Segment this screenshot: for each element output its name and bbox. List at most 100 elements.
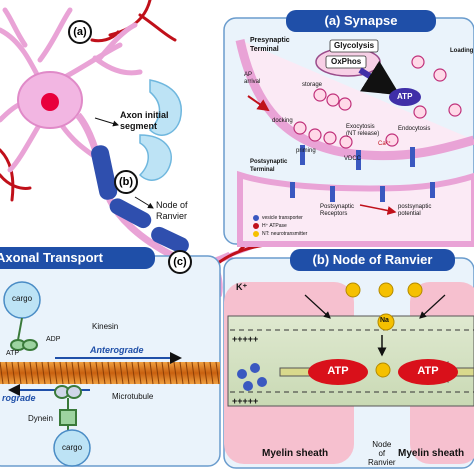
cargo-bottom-label: cargo (62, 443, 83, 452)
na-ion (377, 313, 395, 331)
microtubule-stripe (47, 361, 52, 385)
microtubule-stripe (143, 361, 148, 385)
postsynaptic-receptors (290, 182, 435, 202)
dynein-motor (54, 385, 82, 430)
microtubule-stripe (215, 361, 220, 385)
dynein-label: Dynein (28, 414, 53, 423)
marker-b: (b) (114, 170, 138, 194)
k-ion-label: K⁺ (236, 282, 248, 292)
atp-pill-left (308, 359, 368, 385)
microtubule-stripe (113, 361, 118, 385)
atp-arrow (358, 60, 401, 96)
vdcc-label: VDCC (344, 156, 362, 162)
microtubule-stripe (29, 361, 34, 385)
axonal-transport-title: Axonal Transport (0, 250, 103, 265)
ranvier-title-bar (290, 249, 455, 271)
microtubule-stripe (41, 361, 46, 385)
docking-label: docking (272, 118, 293, 124)
calcium-label: Ca²⁺ (378, 141, 391, 147)
presynaptic-terminal-label: Presynaptic Terminal (250, 37, 290, 53)
priming-label: priming (296, 148, 316, 154)
axonal-title-bar (0, 247, 155, 269)
k-ions (237, 363, 267, 391)
axon-initial-segment-label: Axon initial segment (120, 110, 169, 131)
microtubule-stripe (191, 361, 196, 385)
microtubule-stripe (131, 361, 136, 385)
postsynaptic-terminal-label: Postsynaptic Terminal (250, 159, 288, 173)
ap-arrival-label: AP arrival (244, 72, 261, 85)
synapse-title: (a) Synapse (324, 13, 398, 28)
microtubule-stripe (197, 361, 202, 385)
marker-a: (a) (68, 20, 92, 44)
kinesin-motor (10, 317, 38, 351)
microtubule-stripe (209, 361, 214, 385)
oxphos-label: OxPhos (331, 57, 362, 66)
microtubule-stripe (185, 361, 190, 385)
blood-vessel-left (0, 148, 32, 202)
microtubule-stripe (89, 361, 94, 385)
endocytosis-label: Endocytosis (398, 126, 431, 132)
cargo-top-label: cargo (12, 294, 33, 303)
microtubule-label: Microtubule (112, 392, 154, 401)
ion-arrow-right (419, 294, 446, 319)
postsynaptic-receptors-label: Postsynaptic Receptors (320, 204, 355, 217)
microtubule-stripe (149, 361, 154, 385)
synapse-title-bar (286, 10, 436, 32)
microtubule-stripe (167, 361, 172, 385)
microtubule-stripe (161, 361, 166, 385)
microtubule (0, 361, 220, 385)
cargo-bottom-vesicle (53, 429, 91, 467)
glycolysis-label: Glycolysis (334, 41, 375, 50)
legend-markers (253, 215, 259, 237)
node-of-ranvier-title: (b) Node of Ranvier (312, 252, 433, 267)
microtubule-stripe (173, 361, 178, 385)
atp-left-label: ATP (327, 365, 349, 377)
microtubule-stripe (179, 361, 184, 385)
node-center-label: Node of Ranvier (368, 440, 396, 467)
postsynaptic-membrane (237, 170, 474, 247)
microtubule-stripe (203, 361, 208, 385)
anterograde-label: Anterograde (90, 345, 144, 355)
vesicles (293, 55, 462, 149)
microtubule-stripe (5, 361, 10, 385)
ap-arrival-arrow (247, 95, 270, 112)
atp-pill-right (398, 359, 458, 385)
postsynaptic-potential-label: postsynaptic potential (398, 204, 432, 217)
microtubule-stripe (125, 361, 130, 385)
microtubule-stripe (11, 361, 16, 385)
pointer-ais (94, 117, 119, 127)
pointer-node (134, 196, 154, 209)
retrograde-label: rograde (2, 393, 36, 403)
synapse-atp-label: ATP (397, 92, 413, 101)
microtubule-stripe (53, 361, 58, 385)
adp-label: ADP (46, 336, 61, 343)
loading-label: Loading (450, 48, 474, 54)
legend-item-2: H⁺ ATPase (262, 223, 287, 229)
glycolysis-box (329, 39, 379, 53)
ion-arrow-left (304, 294, 331, 319)
microtubule-stripe (155, 361, 160, 385)
myelin-left-label: Myelin sheath (262, 448, 329, 459)
microtubule-stripe (83, 361, 88, 385)
ion-channels (345, 282, 423, 378)
legend-item-1: vesicle transporter (262, 215, 303, 221)
microtubule-stripe (23, 361, 28, 385)
microtubule-stripe (119, 361, 124, 385)
marker-c: (c) (168, 250, 192, 274)
vdcc-channels (300, 145, 415, 170)
legend-item-3: NT: neurotransmitter (262, 231, 308, 237)
microtubule-stripe (101, 361, 106, 385)
microtubule-stripe (59, 361, 64, 385)
storage-label: storage (302, 82, 323, 88)
kinesin-label: Kinesin (92, 322, 119, 331)
blood-vessel-top (90, 0, 177, 43)
microtubule-stripe (17, 361, 22, 385)
microtubule-stripe (71, 361, 76, 385)
myelinating-cell (138, 79, 182, 181)
myelin-right-label: Myelin sheath (398, 448, 465, 459)
microtubule-stripe (137, 361, 142, 385)
transport-atp-label: ATP (6, 350, 20, 357)
plus-bottom-label: +++++ (232, 396, 259, 406)
myelin-segments (91, 145, 189, 254)
